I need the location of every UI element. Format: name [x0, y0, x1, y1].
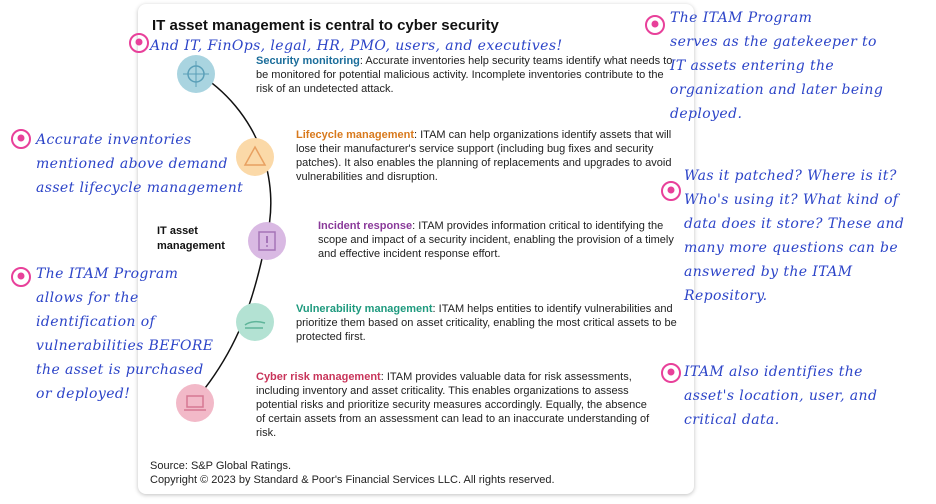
- head-icon: [660, 180, 682, 202]
- item-incident-response: Incident response: ITAM provides informa…: [318, 220, 674, 260]
- annotation-top: And IT, FinOps, legal, HR, PMO, users, a…: [150, 38, 563, 54]
- incident-response-icon: [248, 222, 286, 260]
- item-cyber-risk-management: Cyber risk management: ITAM provides val…: [256, 371, 650, 439]
- head-icon: [10, 128, 32, 150]
- item-security-monitoring: Security monitoring: Accurate inventorie…: [256, 55, 673, 95]
- head-icon: [660, 362, 682, 384]
- annotation-right-2: Was it patched? Where is it?Who's using …: [684, 168, 905, 304]
- head-icon: [128, 32, 150, 54]
- head-icon: [644, 14, 666, 36]
- item-vulnerability-management: Vulnerability management: ITAM helps ent…: [296, 303, 677, 343]
- item-lifecycle-management: Lifecycle management: ITAM can help orga…: [296, 129, 672, 183]
- security-monitoring-icon: [177, 55, 215, 93]
- laptop-icon: [176, 384, 214, 422]
- head-icon: [10, 266, 32, 288]
- center-label: IT asset management: [157, 225, 225, 252]
- infographic-card: [138, 4, 694, 494]
- lifecycle-icon: [236, 138, 274, 176]
- diagram-title: IT asset management is central to cyber …: [152, 17, 499, 34]
- vulnerability-hand-icon: [236, 303, 274, 341]
- source-note: Source: S&P Global Ratings. Copyright © …: [150, 460, 555, 486]
